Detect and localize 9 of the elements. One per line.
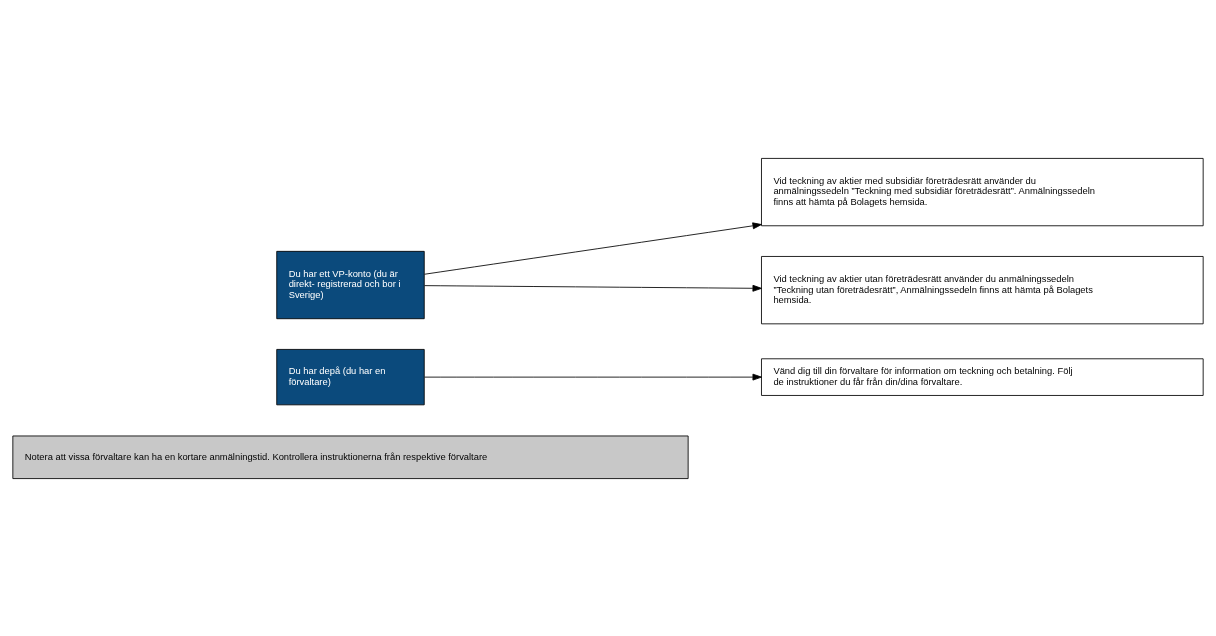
arrow (424, 284, 762, 292)
arrow (424, 221, 762, 275)
node-box: Du har depå (du har en förvaltare) (276, 348, 425, 405)
arrow (424, 373, 762, 381)
node-box: Vid teckning av aktier utan företrädesrätt använder du anmälningssedeln ”Teckning utan företrädesrätt”, Anmälningssedeln finns att hämta på Bolagets hemsida. (761, 255, 1204, 324)
node-box: Notera att vissa förvaltare kan ha en kortare anmälningstid. Kontrollera instruktionerna från respektive förvaltare (12, 435, 689, 479)
node-box: Du har ett VP-konto (du är direkt- registrerad och bor i Sverige) (276, 250, 425, 319)
node-box: Vänd dig till din förvaltare för information om teckning och betalning. Följ de instruktioner du får från din/dina förvaltare. (761, 357, 1204, 396)
node-box: Vid teckning av aktier med subsidiär företrädesrätt använder du anmälningssedeln ”Teckning med subsidiär företrädesrätt”. Anmälningssedeln finns att hämta på Bolagets hemsida. (761, 157, 1204, 226)
